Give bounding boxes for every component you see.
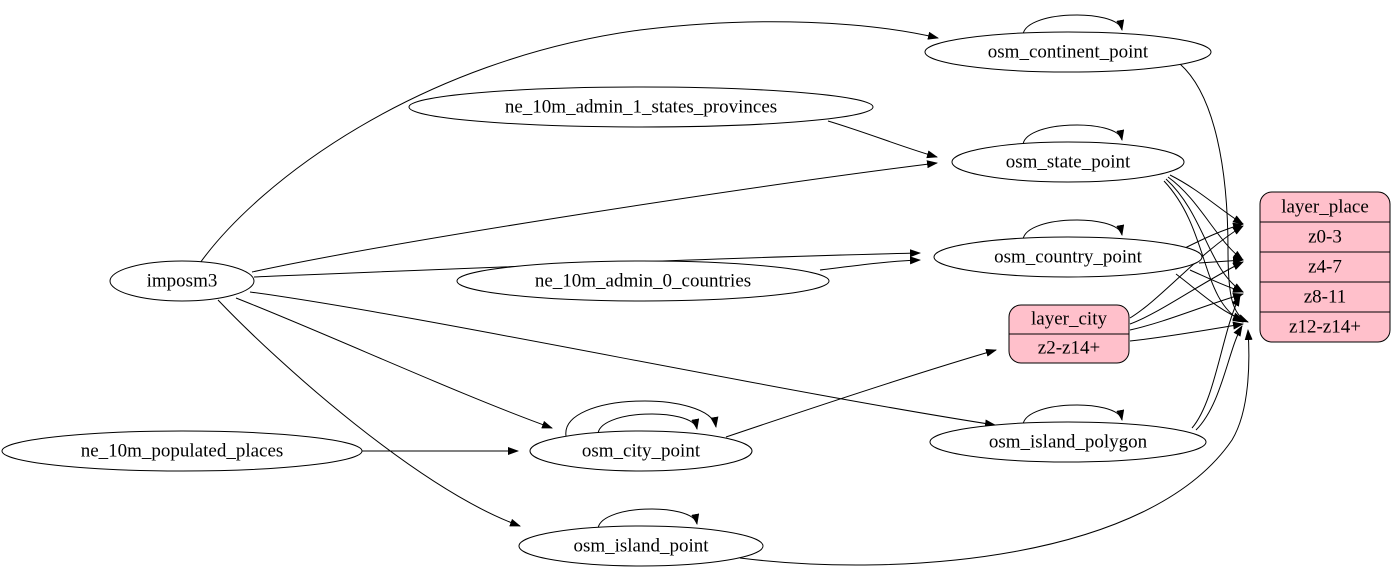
node-ne-10m-populated-places[interactable]: ne_10m_populated_places xyxy=(1,430,363,472)
node-osm-state-point[interactable]: osm_state_point xyxy=(951,141,1185,183)
edge-imposm3-to-osm-island-point xyxy=(217,299,521,527)
edge-osm-country-point-to-layer-place-z12 xyxy=(1175,273,1244,321)
edge-osm-state-point-to-layer-place-z12 xyxy=(1163,180,1244,323)
node-ne-10m-admin-1-states-provinces[interactable]: ne_10m_admin_1_states_provinces xyxy=(408,86,874,128)
nodes-layer: imposm3 ne_10m_admin_1_states_provinces … xyxy=(1,31,1212,567)
osm-state-point-ellipse[interactable] xyxy=(951,141,1185,183)
edge-layer-city-to-layer-place-z12 xyxy=(1129,321,1244,342)
record-layer-city[interactable]: layer_city z2-z14+ xyxy=(1008,304,1130,364)
edge-layer-city-to-layer-place-z8 xyxy=(1129,292,1244,331)
edge-osm-city-point-to-layer-city xyxy=(725,348,997,438)
edge-osm-state-point-to-layer-place-z4 xyxy=(1167,176,1244,261)
edges-layer xyxy=(199,14,1253,566)
layer-place-row-z0-3[interactable]: z0-3 xyxy=(1308,226,1342,247)
osm-island-polygon-ellipse[interactable] xyxy=(929,421,1207,463)
osm-island-point-ellipse[interactable] xyxy=(518,525,764,567)
osm-continent-point-label: osm_continent_point xyxy=(988,41,1149,62)
edge-imposm3-to-osm-continent-point xyxy=(199,21,939,264)
edge-osm-island-polygon-to-layer-place-z12 xyxy=(1195,325,1243,431)
ne-states-ellipse[interactable] xyxy=(408,86,874,128)
imposm3-ellipse[interactable] xyxy=(109,260,255,302)
node-osm-island-point[interactable]: osm_island_point xyxy=(518,525,764,567)
edge-layer-city-to-layer-place-z4 xyxy=(1129,261,1244,325)
node-imposm3[interactable]: imposm3 xyxy=(109,260,255,302)
osm-city-point-ellipse[interactable] xyxy=(529,430,753,472)
edge-osm-country-point-to-layer-place-z0 xyxy=(1184,222,1244,249)
osm-country-point-label: osm_country_point xyxy=(994,246,1142,267)
edge-osm-island-polygon-to-layer-place-z8 xyxy=(1191,295,1241,429)
osm-country-point-ellipse[interactable] xyxy=(933,236,1203,278)
layer-place-box[interactable] xyxy=(1259,191,1391,343)
edge-outer-loop-osm-city-point xyxy=(565,400,719,437)
ne-countries-ellipse[interactable] xyxy=(456,260,830,302)
edge-osm-continent-point-to-layer-place-z12 xyxy=(1179,63,1249,323)
edge-osm-island-point-to-layer-place-z12 xyxy=(739,329,1253,566)
ne-places-label: ne_10m_populated_places xyxy=(81,440,284,461)
node-osm-island-polygon[interactable]: osm_island_polygon xyxy=(929,421,1207,463)
edge-self-loop-osm-continent-point xyxy=(1022,14,1125,38)
edge-self-loop-osm-country-point xyxy=(1022,219,1125,243)
node-osm-country-point[interactable]: osm_country_point xyxy=(933,236,1203,278)
edge-osm-state-point-to-layer-place-z0 xyxy=(1169,174,1244,225)
layer-city-title: layer_city xyxy=(1031,308,1107,329)
osm-city-point-label: osm_city_point xyxy=(582,440,701,461)
edge-osm-state-point-to-layer-place-z8 xyxy=(1165,178,1244,293)
records-layer: layer_city z2-z14+ layer_place z0-3 z4-7… xyxy=(1008,191,1391,364)
layer-place-row-z12-z14[interactable]: z12-z14+ xyxy=(1289,316,1361,337)
edge-osm-country-point-to-layer-place-z4 xyxy=(1198,256,1244,265)
edge-self-loop-osm-island-polygon xyxy=(1022,404,1125,428)
edge-self-loop-osm-city-point xyxy=(597,413,700,437)
layer-place-row-z4-7[interactable]: z4-7 xyxy=(1308,256,1342,277)
edge-ne-countries-to-osm-country-point xyxy=(819,256,921,271)
edge-imposm3-to-osm-island-polygon xyxy=(249,291,996,428)
node-osm-continent-point[interactable]: osm_continent_point xyxy=(924,31,1212,73)
node-ne-10m-admin-0-countries[interactable]: ne_10m_admin_0_countries xyxy=(456,260,830,302)
ne-countries-label: ne_10m_admin_0_countries xyxy=(535,270,751,291)
ne-states-label: ne_10m_admin_1_states_provinces xyxy=(505,96,777,117)
edge-layer-city-to-layer-place-z0 xyxy=(1129,225,1244,319)
edge-imposm3-to-osm-city-point xyxy=(235,297,553,429)
imposm3-label: imposm3 xyxy=(147,270,218,291)
osm-state-point-label: osm_state_point xyxy=(1006,151,1131,172)
layer-place-title: layer_place xyxy=(1281,196,1369,217)
osm-continent-point-ellipse[interactable] xyxy=(924,31,1212,73)
edge-self-loop-osm-island-point xyxy=(597,508,700,532)
layer-city-row-z2-z14[interactable]: z2-z14+ xyxy=(1038,337,1100,358)
edge-ne-states-to-osm-state-point xyxy=(827,120,938,159)
layer-place-row-z8-11[interactable]: z8-11 xyxy=(1304,286,1347,307)
osm-island-polygon-label: osm_island_polygon xyxy=(989,431,1148,452)
node-osm-city-point[interactable]: osm_city_point xyxy=(529,430,753,472)
osm-island-point-label: osm_island_point xyxy=(573,535,709,556)
record-layer-place[interactable]: layer_place z0-3 z4-7 z8-11 z12-z14+ xyxy=(1259,191,1391,343)
edge-self-loop-osm-state-point xyxy=(1022,124,1125,148)
edge-imposm3-to-osm-state-point xyxy=(251,160,938,273)
ne-places-ellipse[interactable] xyxy=(1,430,363,472)
edge-osm-country-point-to-layer-place-z8 xyxy=(1189,269,1244,293)
